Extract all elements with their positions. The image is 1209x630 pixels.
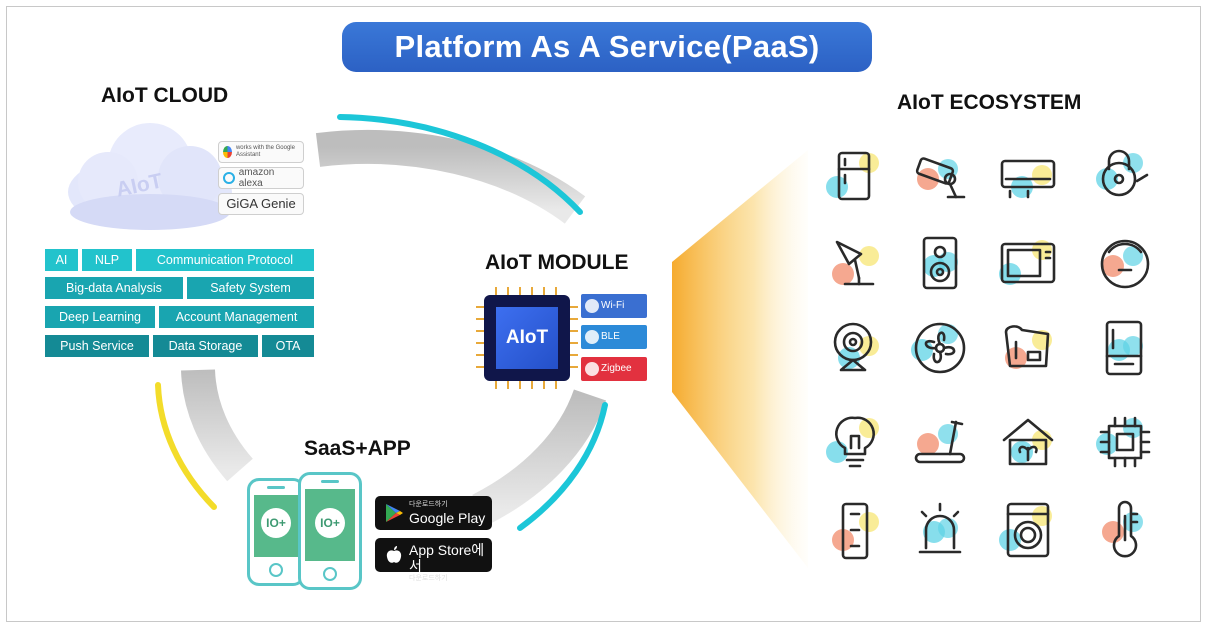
google-assistant-label: works with the Google Assistant <box>235 145 295 158</box>
feature-ota: OTA <box>262 335 314 357</box>
page-title: Platform As A Service(PaaS) <box>342 22 872 72</box>
treadmill-icon <box>910 412 970 472</box>
wifi-icon <box>585 299 599 313</box>
cctv-camera-icon <box>910 147 970 207</box>
protocol-ble: BLE <box>581 325 647 349</box>
app-store-label: App Store에서 <box>409 542 485 574</box>
ring-segment-left <box>181 368 254 482</box>
refrigerator-icon <box>825 147 885 207</box>
alexa-label: amazon alexa <box>238 167 275 189</box>
fan-icon <box>910 318 970 378</box>
google-assistant-badge: works with the Google Assistant <box>218 141 304 163</box>
feature-nlp: NLP <box>82 249 132 271</box>
arc-yellow-left <box>155 382 217 510</box>
light-bulb-icon <box>825 412 885 472</box>
ecosystem-title: AIoT ECOSYSTEM <box>897 91 1082 114</box>
feature-safety-system: Safety System <box>187 277 314 299</box>
cloud-title: AIoT CLOUD <box>101 84 229 107</box>
smart-lock-icon <box>1095 147 1155 207</box>
google-play-label: Google Play <box>409 510 486 526</box>
feature-data-storage: Data Storage <box>153 335 258 357</box>
alexa-icon <box>223 172 235 184</box>
feature-account-management: Account Management <box>159 306 314 328</box>
ring-segment-right <box>472 389 607 526</box>
arc-cyan-bottom <box>517 402 608 531</box>
app-store-button[interactable]: App Store에서 다운로드하기 <box>375 538 492 582</box>
protocol-wifi-label: Wi-Fi <box>601 300 625 311</box>
feature-ai: AI <box>45 249 78 271</box>
air-conditioner-icon <box>998 147 1058 207</box>
phone-home-button <box>323 567 337 581</box>
alexa-badge: amazon alexa <box>218 167 304 189</box>
zigbee-icon <box>585 362 599 376</box>
google-play-button[interactable]: 다운로드하기 Google Play <box>375 496 492 530</box>
speaker-icon <box>910 234 970 294</box>
protocol-zigbee: Zigbee <box>581 357 647 381</box>
protocol-ble-label: BLE <box>601 331 620 342</box>
feature-push-service: Push Service <box>45 335 149 357</box>
protocol-zigbee-label: Zigbee <box>601 363 632 374</box>
washing-machine-icon <box>998 500 1058 560</box>
chipset-icon <box>1095 412 1155 472</box>
smart-farm-icon <box>998 412 1058 472</box>
connection-beam <box>672 150 808 568</box>
cloud-shape <box>68 123 232 230</box>
phone-speaker <box>267 486 285 489</box>
remote-control-icon <box>825 500 885 560</box>
thermometer-icon <box>1095 500 1155 560</box>
apple-icon <box>386 546 402 563</box>
webcam-icon <box>825 318 885 378</box>
bluetooth-icon <box>585 330 599 344</box>
app-logo-left: IO+ <box>261 508 291 538</box>
google-play-small-label: 다운로드하기 <box>409 501 448 508</box>
kimchi-refrigerator-icon <box>1095 318 1155 378</box>
alarm-siren-icon <box>910 500 970 560</box>
phone-home-button <box>269 563 283 577</box>
giga-genie-badge: GiGA Genie <box>218 193 304 215</box>
google-play-icon <box>386 504 403 522</box>
google-assistant-icon <box>223 146 232 158</box>
feature-deep-learning: Deep Learning <box>45 306 155 328</box>
chip-pins <box>476 287 578 389</box>
bidet-icon <box>998 318 1058 378</box>
feature-communication-protocol: Communication Protocol <box>136 249 314 271</box>
ring-segment-top <box>315 130 586 224</box>
phone-speaker <box>321 480 339 483</box>
app-store-small-label: 다운로드하기 <box>409 575 448 582</box>
module-title: AIoT MODULE <box>485 251 629 274</box>
feature-big-data-analysis: Big-data Analysis <box>45 277 183 299</box>
arc-cyan-top <box>337 114 583 215</box>
app-logo-right: IO+ <box>315 508 345 538</box>
chip-label: AIoT <box>496 307 558 369</box>
saas-title: SaaS+APP <box>304 437 411 460</box>
microwave-icon <box>998 234 1058 294</box>
protocol-wifi: Wi-Fi <box>581 294 647 318</box>
robot-vacuum-icon <box>1095 234 1155 294</box>
desk-lamp-icon <box>825 234 885 294</box>
